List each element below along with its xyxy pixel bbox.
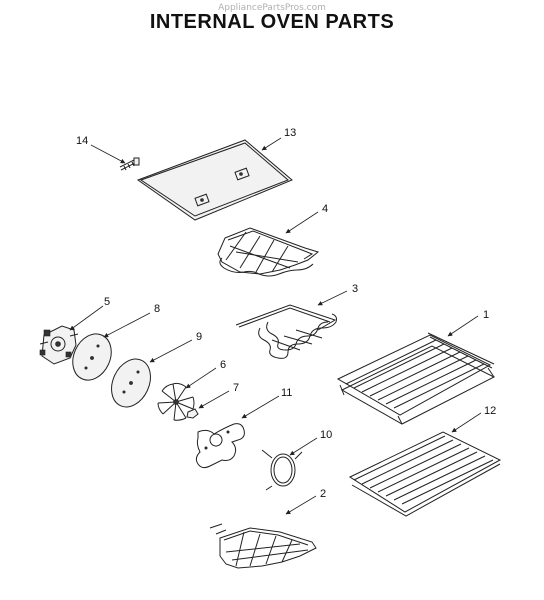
leader-lines — [69, 137, 482, 515]
part-10-ring-element — [261, 449, 303, 491]
part-8-cover-plate — [72, 333, 112, 381]
part-5-motor — [39, 325, 79, 365]
callout-6: 6 — [220, 359, 226, 371]
callout-9: 9 — [196, 331, 202, 343]
callout-4: 4 — [322, 203, 328, 215]
part-14-screw — [119, 157, 140, 171]
callout-13: 13 — [284, 127, 296, 139]
callout-2: 2 — [320, 488, 326, 500]
part-7-nut — [186, 408, 199, 419]
part-2-bake-element — [209, 523, 317, 569]
part-6-fan-blade — [157, 382, 195, 421]
callout-12: 12 — [484, 405, 496, 417]
callout-7: 7 — [233, 382, 239, 394]
callout-10: 10 — [320, 429, 332, 441]
page-title: INTERNAL OVEN PARTS — [149, 11, 395, 33]
part-13-panel — [136, 139, 293, 221]
part-4-broil-element — [217, 227, 320, 277]
part-3-convection-element — [235, 304, 337, 359]
part-12-oven-rack — [348, 431, 502, 517]
callout-1: 1 — [483, 309, 489, 321]
part-9-fan-baffle — [111, 358, 151, 408]
part-11-gasket — [195, 423, 245, 469]
callout-5: 5 — [104, 296, 110, 308]
callout-labels: 1 2 3 4 5 6 7 8 9 10 11 12 13 14 — [76, 127, 496, 500]
callout-8: 8 — [154, 303, 160, 315]
watermark: AppliancePartsPros.com — [218, 3, 326, 13]
part-1-oven-rack — [336, 332, 496, 425]
callout-14: 14 — [76, 135, 88, 147]
callout-3: 3 — [352, 283, 358, 295]
callout-11: 11 — [281, 387, 292, 399]
